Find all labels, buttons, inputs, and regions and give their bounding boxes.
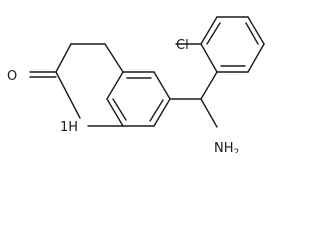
structure-canvas: O 1H Cl NH2 xyxy=(7,16,265,153)
chlorine-label: Cl xyxy=(176,38,189,53)
amine-label: NH2 xyxy=(214,141,239,153)
bond-ar-2 xyxy=(200,16,218,45)
bond-n1-c2 xyxy=(55,71,81,119)
amine-subscript: 2 xyxy=(234,148,240,153)
bond-inner-3 xyxy=(112,98,127,121)
bond-ar-inner-1 xyxy=(206,22,221,45)
bond-ch-aryl xyxy=(200,71,218,100)
bond-c6-c7 xyxy=(153,98,171,127)
fused-benzene-ring xyxy=(106,71,171,127)
ring-nitrogen-label: 1H xyxy=(60,120,78,135)
bond-ar-1 xyxy=(200,43,218,73)
oxygen-label: O xyxy=(7,69,17,84)
chlorophenyl-ring xyxy=(175,16,265,73)
bond-c2-c3 xyxy=(55,43,72,73)
bond-ar-inner-2 xyxy=(245,22,259,45)
amine-nh: NH xyxy=(214,141,234,153)
bond-c8-c8a xyxy=(106,98,124,127)
bond-inner-2 xyxy=(149,99,164,122)
bond-c8a-c4a xyxy=(106,71,124,100)
lactam-ring xyxy=(29,43,124,127)
molecule-drawing: O 1H Cl NH2 xyxy=(7,16,265,153)
bond-c4-c4a xyxy=(104,43,124,73)
bond-ch-nh2 xyxy=(200,98,218,128)
bond-ar-5 xyxy=(247,43,265,73)
bond-ar-4 xyxy=(247,16,265,45)
bond-c5-c6 xyxy=(153,71,171,100)
